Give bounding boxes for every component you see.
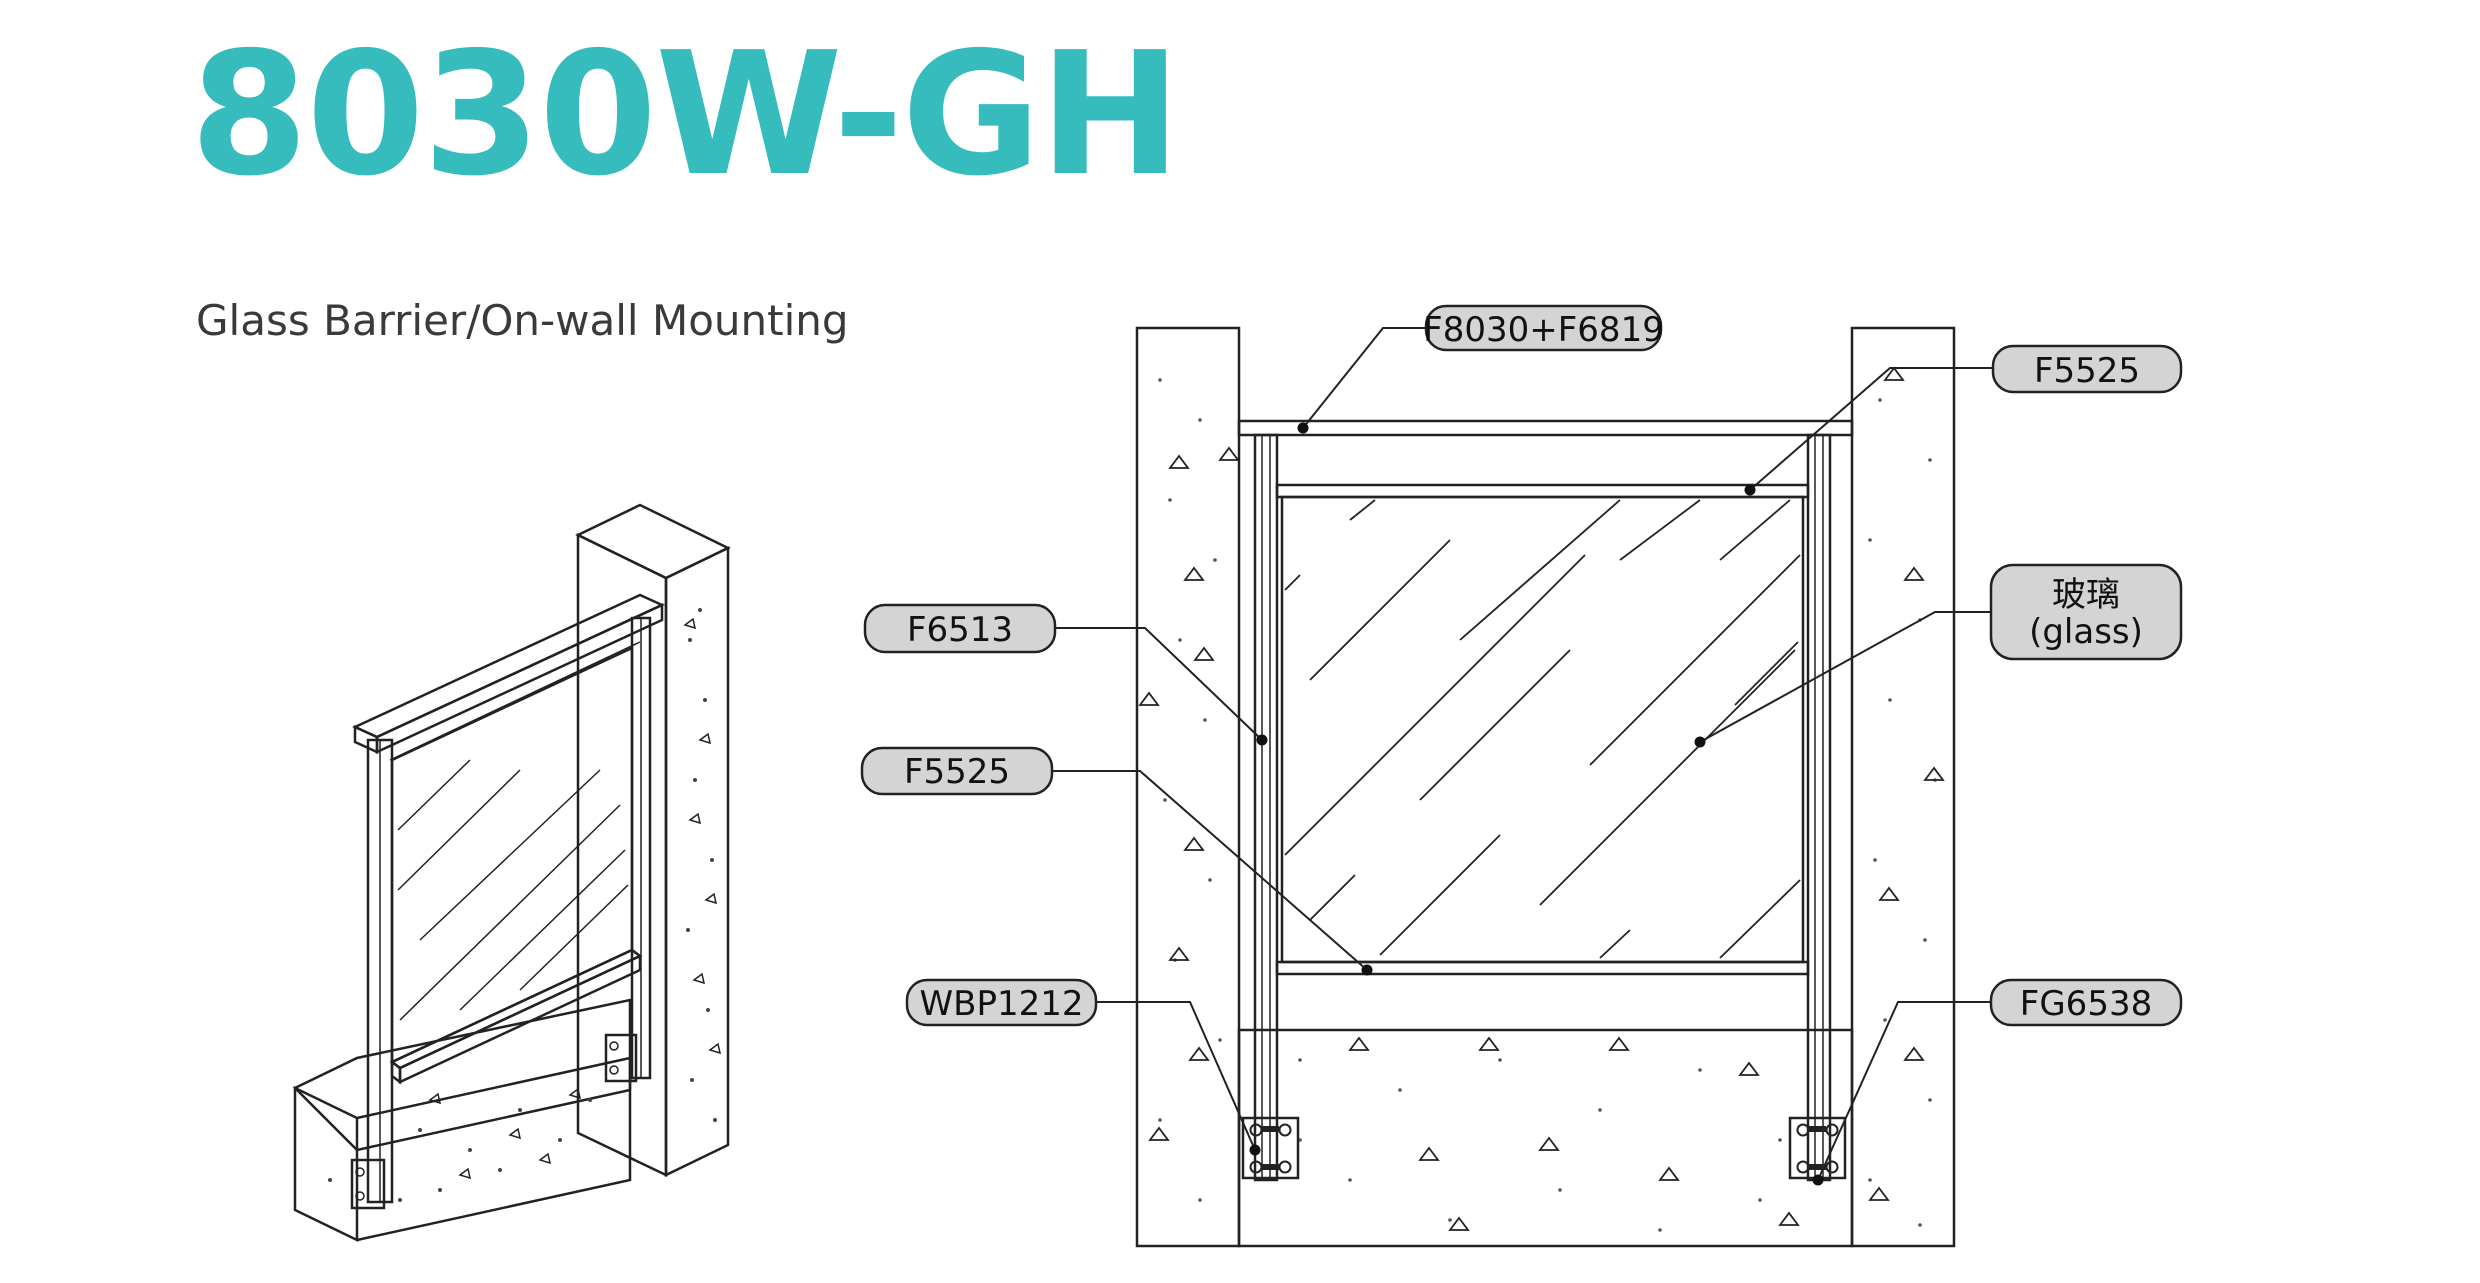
- concrete-texture: [1138, 366, 1945, 1232]
- left-wall: [1135, 326, 1241, 1248]
- leader-lines: [1052, 327, 2000, 1181]
- isometric-view: [292, 503, 731, 1242]
- callout-bracket-left-label: WBP1212: [920, 984, 1084, 1024]
- callout-bracket-right: FG6538: [1989, 978, 2183, 1027]
- top-rail: [1237, 419, 1854, 437]
- page-title: 8030W-GH: [190, 16, 1181, 214]
- callout-post-label: F6513: [907, 610, 1013, 650]
- callout-post: F6513: [863, 603, 1057, 654]
- iso-right-wall: [575, 503, 731, 1177]
- glass-panel: [1280, 495, 1805, 964]
- callout-glass-en-label: (glass): [2029, 612, 2143, 652]
- lower-rail: [1275, 960, 1810, 976]
- callout-rail-right: F5525: [1991, 344, 2183, 394]
- callout-top-rail: F8030+F6819: [1423, 304, 1664, 352]
- left-bracket: [1241, 1116, 1300, 1180]
- right-post: [1806, 433, 1832, 1182]
- leader-dots: [1249, 422, 1824, 1186]
- iso-top-rail: [352, 593, 665, 761]
- callout-bottom-rail: F5525: [860, 746, 1054, 796]
- left-post: [1253, 433, 1279, 1182]
- callout-bracket-left: WBP1212: [905, 978, 1098, 1027]
- right-bracket: [1788, 1116, 1847, 1180]
- callout-bottom-rail-label: F5525: [904, 752, 1010, 792]
- page-subtitle: Glass Barrier/On-wall Mounting: [196, 296, 849, 345]
- base-slab: [1237, 1028, 1854, 1248]
- callout-rail-right-label: F5525: [2034, 351, 2140, 391]
- iso-left-wall: [292, 998, 632, 1242]
- iso-glass-panel: [390, 646, 634, 1064]
- callout-bracket-right-label: FG6538: [2020, 984, 2152, 1024]
- right-wall: [1850, 326, 1956, 1248]
- upper-rail: [1275, 483, 1810, 499]
- callout-top-rail-label: F8030+F6819: [1423, 310, 1664, 350]
- iso-bottom-rail: [389, 948, 643, 1085]
- callout-glass-cn-label: 玻璃: [2052, 575, 2120, 615]
- callout-glass: 玻璃 (glass): [1989, 563, 2183, 661]
- elevation-view: F8030+F6819 F5525 玻璃 (glass) F6513 F5525…: [860, 304, 2183, 1248]
